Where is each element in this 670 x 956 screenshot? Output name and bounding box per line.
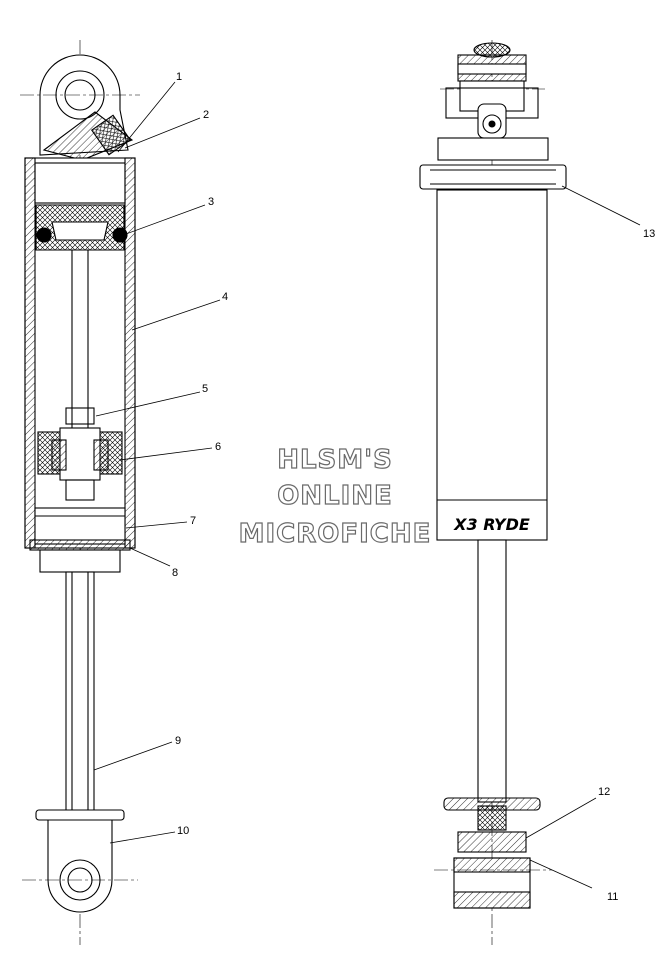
watermark-line-3: MICROFICHE (239, 519, 432, 549)
watermark-line-2: ONLINE (277, 481, 393, 511)
shaft-rod (65, 571, 95, 813)
callout-11: 11 (607, 891, 618, 903)
callout-3: 3 (208, 196, 214, 208)
floating-piston (35, 204, 128, 251)
right-shock-exterior-view (419, 40, 567, 945)
callout-9: 9 (175, 735, 181, 747)
exterior-shaft (477, 539, 507, 803)
callout-8: 8 (172, 567, 178, 579)
callout-4: 4 (222, 291, 228, 303)
main-piston (37, 427, 123, 501)
valve-fitting (42, 111, 134, 161)
callout-12: 12 (598, 786, 610, 798)
svg-text:X3 RYDE: X3 RYDE (453, 515, 530, 534)
callout-13: 13 (643, 228, 655, 240)
callout-labels: 1 2 3 4 5 6 7 8 9 10 11 12 13 (172, 71, 655, 903)
spring-collar (419, 137, 567, 190)
callout-leaders (93, 81, 641, 889)
left-shock-section-view (20, 40, 140, 945)
adjuster-knob (477, 103, 507, 139)
watermark-line-1: HLSM'S (277, 445, 393, 475)
callout-7: 7 (190, 515, 196, 527)
shaft-bearing (29, 507, 131, 573)
lower-mount (434, 797, 552, 909)
callout-6: 6 (215, 441, 221, 453)
callout-1: 1 (176, 71, 182, 83)
watermark: HLSM'S ONLINE MICROFICHE (238, 444, 432, 549)
callout-5: 5 (202, 383, 208, 395)
piston-nut (65, 407, 95, 425)
bottom-eyelet (22, 809, 138, 913)
brand-decal: X3 RYDE (453, 515, 530, 534)
exterior-body (436, 189, 548, 541)
callout-10: 10 (177, 825, 189, 837)
callout-2: 2 (203, 109, 209, 121)
